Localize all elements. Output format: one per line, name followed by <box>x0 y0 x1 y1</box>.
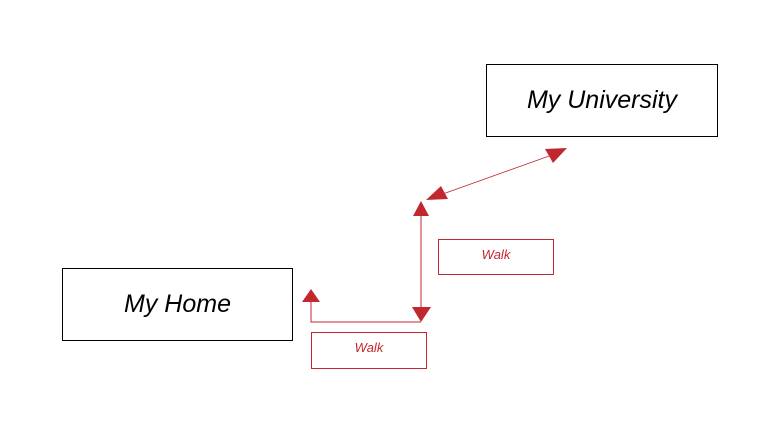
node-my-university-label: My University <box>526 86 677 114</box>
node-my-home: My Home <box>62 268 293 341</box>
connector-label-walk-lower: Walk <box>311 332 427 369</box>
connector-label-walk-lower-text: Walk <box>354 340 384 355</box>
connector-diagonal <box>439 154 553 196</box>
arrowhead-home <box>302 289 320 302</box>
connector-label-walk-upper: Walk <box>438 239 554 275</box>
connector-home-elbow <box>310 302 421 323</box>
arrowhead-vertical-bottom <box>412 307 431 322</box>
arrowhead-diagonal-lower <box>426 186 448 200</box>
arrowhead-vertical-top <box>413 201 429 216</box>
node-my-home-label: My Home <box>124 290 231 318</box>
node-my-university: My University <box>486 64 718 137</box>
arrowhead-diagonal-upper <box>545 148 567 163</box>
connector-label-walk-upper-text: Walk <box>481 246 511 262</box>
